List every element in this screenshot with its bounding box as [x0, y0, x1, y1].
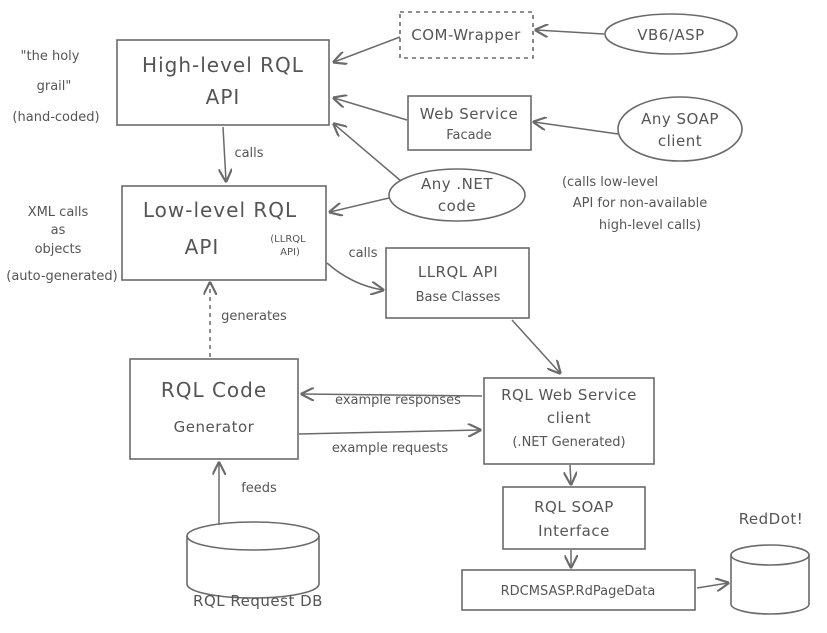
any-net-code-subtitle: code	[438, 197, 476, 215]
rql-request-db-label: RQL Request DB	[193, 592, 323, 610]
edge-label-feeds: feeds	[241, 481, 277, 496]
edge-net-code-to-low-level	[330, 197, 390, 212]
any-soap-client-node: Any SOAP client	[617, 96, 743, 162]
any-net-code-node: Any .NET code	[388, 168, 526, 222]
holy-grail-line-3: (hand-coded)	[12, 110, 99, 125]
net-note-line-2: API for non-available	[573, 196, 708, 211]
rql-soap-interface-title: RQL SOAP	[534, 498, 614, 516]
edge-low-level-calls-base	[326, 262, 383, 290]
edge-vb6-to-com-wrapper	[536, 30, 605, 34]
llrql-base-classes-node: LLRQL API Base Classes	[385, 247, 530, 319]
high-level-api-subtitle: API	[206, 85, 241, 109]
rql-code-generator-subtitle: Generator	[174, 418, 255, 436]
edge-label-calls-1: calls	[234, 146, 263, 161]
rql-code-generator-node: RQL Code Generator	[129, 358, 299, 460]
low-level-api-subtitle: API	[185, 235, 220, 259]
xml-calls-line-4: (auto-generated)	[6, 269, 117, 284]
llrql-base-classes-subtitle: Base Classes	[416, 290, 501, 305]
holy-grail-line-1: "the holy	[21, 49, 80, 64]
holy-grail-annotation: "the holy grail" (hand-coded)	[12, 49, 99, 125]
edge-base-to-ws-client	[511, 319, 560, 373]
net-code-annotation: (calls low-level API for non-available h…	[562, 175, 707, 233]
web-service-facade-title: Web Service	[420, 105, 518, 123]
rql-web-service-client-subtitle: client	[547, 409, 591, 427]
edge-rdcmsasp-to-reddot	[696, 583, 728, 588]
reddot-node: RedDot!	[730, 510, 810, 615]
edge-com-wrapper-to-high-level	[334, 36, 401, 62]
any-net-code-title: Any .NET	[421, 175, 493, 193]
reddot-label: RedDot!	[739, 510, 804, 528]
low-level-api-note-1: (LLRQL	[270, 234, 306, 245]
rql-web-service-client-title: RQL Web Service	[501, 386, 637, 404]
high-level-api-node: High-level RQL API	[116, 39, 330, 126]
xml-calls-annotation: XML calls as objects (auto-generated)	[6, 205, 117, 284]
edge-net-code-to-high-level	[334, 124, 402, 182]
edge-label-example-responses: example responses	[335, 393, 461, 408]
com-wrapper-label: COM-Wrapper	[411, 26, 521, 44]
edge-soap-client-to-facade	[534, 122, 619, 135]
rql-soap-interface-subtitle: Interface	[538, 522, 610, 540]
xml-calls-line-2: as	[51, 223, 66, 238]
holy-grail-line-2: grail"	[37, 79, 72, 94]
any-soap-client-title: Any SOAP	[641, 110, 719, 128]
com-wrapper-node: COM-Wrapper	[399, 11, 534, 59]
edge-facade-to-high-level	[334, 98, 408, 121]
any-soap-client-subtitle: client	[658, 132, 702, 150]
edge-generator-requests-to-ws-client	[298, 430, 480, 434]
rql-web-service-client-note: (.NET Generated)	[512, 435, 625, 450]
net-note-line-1: (calls low-level	[562, 175, 658, 190]
low-level-api-title: Low-level RQL	[143, 198, 297, 222]
edge-ws-client-to-soap-interface	[570, 464, 571, 484]
edge-label-calls-2: calls	[348, 246, 377, 261]
xml-calls-line-1: XML calls	[28, 205, 89, 220]
rql-request-db-node: RQL Request DB	[186, 521, 323, 610]
edge-label-generates: generates	[221, 309, 287, 324]
rql-code-generator-title: RQL Code	[161, 378, 267, 402]
low-level-api-note-2: API)	[280, 247, 300, 258]
high-level-api-title: High-level RQL	[142, 53, 304, 77]
rql-web-service-client-node: RQL Web Service client (.NET Generated)	[483, 377, 655, 465]
vb6-asp-node: VB6/ASP	[604, 13, 738, 55]
net-note-line-3: high-level calls)	[599, 218, 701, 233]
edge-label-example-requests: example requests	[332, 441, 449, 456]
low-level-api-node: Low-level RQL API (LLRQL API)	[121, 185, 327, 281]
xml-calls-line-3: objects	[35, 242, 82, 257]
vb6-asp-label: VB6/ASP	[637, 26, 704, 44]
rdcmsasp-node: RDCMSASP.RdPageData	[461, 569, 696, 611]
web-service-facade-node: Web Service Facade	[407, 95, 532, 151]
web-service-facade-subtitle: Facade	[446, 128, 492, 143]
edge-high-level-calls-low-level	[223, 126, 226, 181]
rql-soap-interface-node: RQL SOAP Interface	[502, 486, 646, 550]
rdcmsasp-label: RDCMSASP.RdPageData	[501, 584, 656, 599]
edge-ws-client-responses-to-generator	[302, 394, 483, 396]
llrql-base-classes-title: LLRQL API	[418, 263, 498, 281]
